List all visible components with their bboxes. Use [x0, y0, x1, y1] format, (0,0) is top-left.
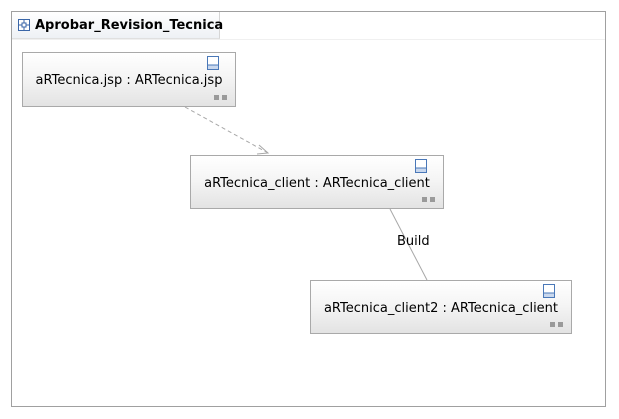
dependency-edge[interactable]: [184, 106, 269, 154]
interaction-diagram-icon: [18, 19, 30, 31]
frame-header[interactable]: Aprobar_Revision_Tecnica: [12, 12, 224, 39]
class-box-icon: [415, 159, 427, 173]
node-artecnica-jsp[interactable]: aRTecnica.jsp : ARTecnica.jsp: [22, 52, 236, 107]
resize-grip-icon[interactable]: [550, 322, 565, 327]
node-label: aRTecnica.jsp : ARTecnica.jsp: [35, 73, 223, 88]
build-edge-label: Build: [397, 234, 430, 249]
node-label: aRTecnica_client2 : ARTecnica_client: [323, 301, 559, 316]
dependency-arrowhead: [256, 144, 270, 155]
frame-header-divider: [12, 39, 605, 40]
diagram-title: Aprobar_Revision_Tecnica: [35, 18, 224, 33]
resize-grip-icon[interactable]: [214, 95, 229, 100]
class-box-icon: [543, 284, 555, 298]
resize-grip-icon[interactable]: [422, 197, 437, 202]
node-artecnica-client[interactable]: aRTecnica_client : ARTecnica_client: [190, 155, 444, 209]
build-edge[interactable]: [389, 208, 428, 281]
class-box-icon: [207, 56, 219, 70]
node-label: aRTecnica_client : ARTecnica_client: [204, 176, 430, 191]
node-artecnica-client2[interactable]: aRTecnica_client2 : ARTecnica_client: [310, 280, 572, 334]
